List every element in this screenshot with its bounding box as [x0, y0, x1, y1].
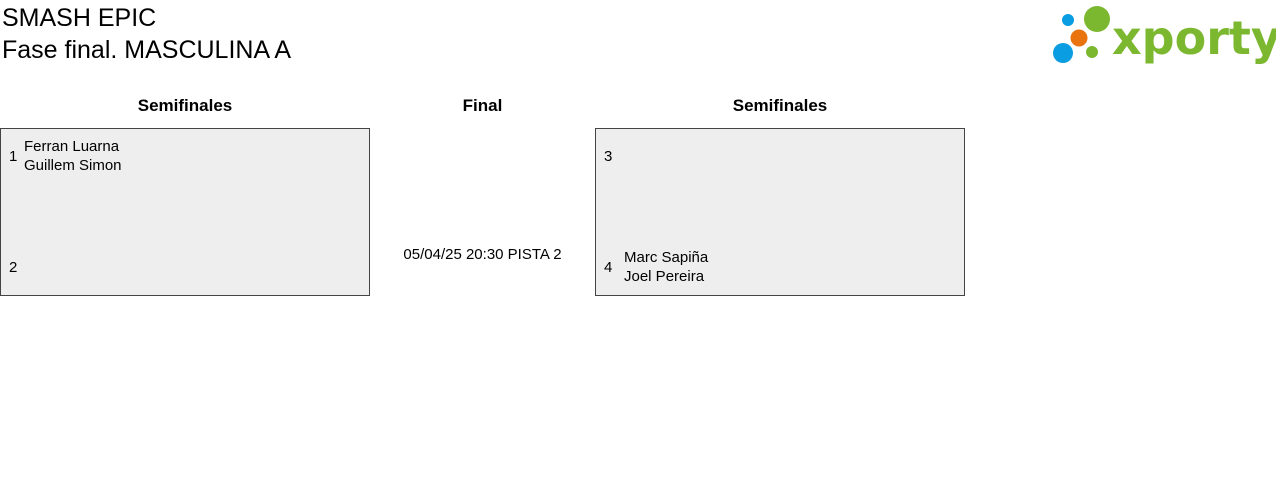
left-semifinal-match[interactable]: 1 Ferran Luarna Guillem Simon 2: [0, 128, 370, 296]
seed-number: 4: [604, 259, 613, 276]
player-name: Joel Pereira: [624, 268, 705, 285]
right-semifinal-match[interactable]: 3 4 Marc Sapiña Joel Pereira: [595, 128, 965, 296]
team-players: Marc Sapiña Joel Pereira: [624, 248, 708, 286]
seed-number: 2: [9, 259, 18, 276]
player-name: Guillem Simon: [24, 157, 122, 174]
logo-dot-blue-large: [1053, 43, 1073, 63]
phase-title: Fase final. MASCULINA A: [2, 36, 292, 64]
logo-dot-green-small: [1086, 46, 1098, 58]
left-semifinal-header: Semifinales: [137, 96, 233, 115]
logo-wordmark: xporty: [1112, 11, 1276, 65]
tournament-name: SMASH EPIC: [2, 4, 157, 32]
xporty-logo: xporty: [1053, 6, 1276, 65]
logo-dot-green-large: [1084, 6, 1110, 32]
logo-dot-blue-small: [1062, 14, 1074, 26]
final-header: Final: [462, 96, 503, 115]
seed-number: 3: [604, 148, 613, 165]
tournament-title: SMASH EPIC Fase final. MASCULINA A: [2, 2, 291, 66]
logo-dot-orange: [1070, 29, 1088, 47]
player-name: Marc Sapiña: [624, 249, 709, 266]
right-semifinal-header: Semifinales: [732, 96, 828, 115]
seed-number: 1: [9, 148, 18, 165]
player-name: Ferran Luarna: [24, 138, 120, 155]
final-match-info: 05/04/25 20:30 PISTA 2: [403, 246, 562, 263]
team-players: Ferran Luarna Guillem Simon: [24, 137, 122, 175]
